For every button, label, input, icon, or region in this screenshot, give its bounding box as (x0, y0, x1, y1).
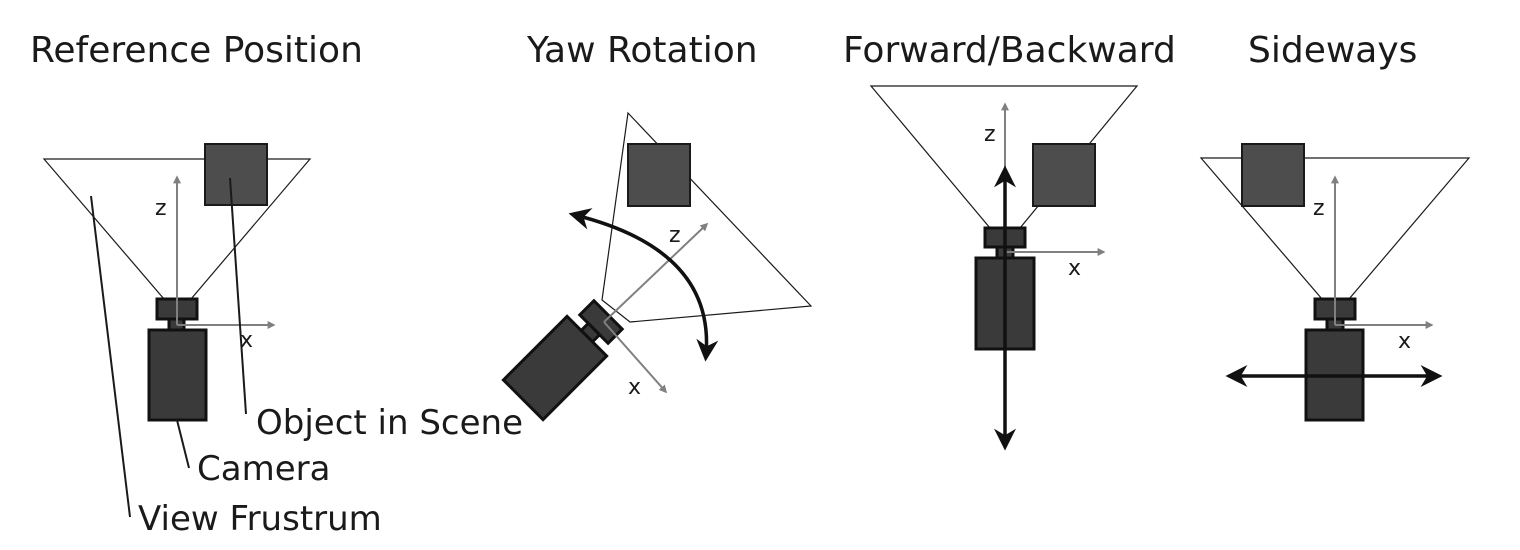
x-axis-label: x (1398, 329, 1411, 354)
x-axis-label: x (628, 375, 641, 400)
z-axis-label: z (155, 196, 167, 221)
panel-title-forward-backward: Forward/Backward (843, 30, 1176, 71)
camera (501, 298, 625, 422)
scene-object (204, 143, 268, 206)
x-axis-label: x (1068, 256, 1081, 281)
panel-reference: z x Object in Scene Camera View Frustrum (42, 143, 523, 539)
z-axis-arrow (603, 222, 709, 323)
scene-object (627, 143, 691, 207)
callout-view-frustum: View Frustrum (138, 499, 382, 539)
callout-camera: Camera (197, 449, 330, 489)
panel-title-sideways: Sideways (1248, 30, 1417, 71)
z-axis-label: z (984, 122, 996, 147)
x-axis-label: x (240, 328, 253, 353)
z-axis-label: z (1313, 196, 1325, 221)
callout-object-in-scene: Object in Scene (256, 403, 523, 443)
camera-leader-line (176, 419, 190, 469)
panel-title-reference: Reference Position (30, 30, 363, 71)
panel-yaw: z x (501, 111, 813, 422)
scene-object (1241, 143, 1305, 207)
panel-title-yaw: Yaw Rotation (526, 30, 758, 71)
z-axis-label: z (669, 223, 681, 248)
panel-forward-backward: z x (869, 85, 1139, 451)
scene-object (1032, 143, 1096, 207)
yaw-rotation-arrow (568, 208, 719, 362)
object-leader-line (229, 177, 247, 415)
panel-sideways: z x (1199, 143, 1471, 422)
frustum-leader-line (90, 195, 131, 518)
